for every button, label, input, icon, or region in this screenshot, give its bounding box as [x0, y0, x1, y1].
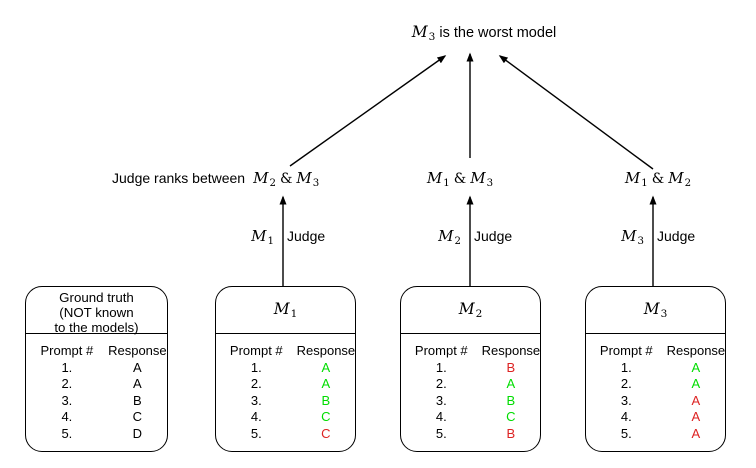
- judge-model-math: M1: [251, 227, 274, 247]
- table-row: 5. D: [61, 425, 143, 441]
- ampersand: &: [279, 171, 293, 187]
- model-math: M3: [643, 300, 668, 320]
- judge-label-m2: M2 Judge: [401, 227, 512, 247]
- table-row: 4. C: [250, 409, 331, 424]
- judge-text: Judge: [474, 228, 513, 244]
- model-box-m3: M3 Prompt # Response 1. A 2. A 3. A 4. A: [585, 286, 726, 452]
- ampersand: &: [651, 171, 665, 187]
- ground-truth-title: Ground truth (NOT known to the models): [26, 287, 167, 335]
- comparison-label-m1-m3: M1 & M3: [398, 169, 522, 189]
- col-response-header: Response: [296, 343, 356, 358]
- col-prompt-header: Prompt #: [40, 343, 94, 358]
- table-row: 1. A: [61, 359, 142, 375]
- table-row: 2. A: [250, 376, 331, 391]
- conclusion-label: M3 is the worst model: [378, 23, 590, 43]
- model-a-math: M1: [624, 169, 648, 189]
- arrow-comparison3-to-conclusion: [498, 55, 654, 170]
- ground-truth-title-line: to the models): [54, 320, 139, 335]
- col-prompt-header: Prompt #: [414, 343, 468, 358]
- table-row: 1. A: [250, 359, 331, 375]
- model-math: M2: [458, 300, 483, 320]
- table-header-row: Prompt # Response: [586, 343, 725, 360]
- table-row: 2. A: [435, 376, 516, 391]
- col-prompt-header: Prompt #: [599, 343, 653, 358]
- model-b-math: M3: [296, 169, 320, 189]
- judge-label-m3: M3 Judge: [584, 227, 695, 247]
- judge-text: Judge: [287, 228, 326, 244]
- judge-text: Judge: [657, 228, 696, 244]
- judge-model-math: M2: [438, 227, 461, 247]
- col-response-header: Response: [666, 343, 726, 358]
- table-row: 4. A: [620, 409, 701, 424]
- table-row: 4. C: [435, 409, 516, 424]
- model-table-m2: Prompt # Response 1. B 2. A 3. B 4. C 5.…: [401, 334, 540, 442]
- table-header-row: Prompt # Response: [26, 343, 167, 360]
- model-a-math: M1: [426, 169, 450, 189]
- ground-truth-table: Prompt # Response 1. A 2. A 3. B 4. C 5.…: [26, 334, 167, 442]
- table-row: 3. B: [61, 392, 142, 408]
- col-response-header: Response: [108, 343, 167, 358]
- comparison-label-m1-m2: M1 & M2: [596, 169, 720, 189]
- comparison-label-m2-m3: Judge ranks between M2 & M3: [112, 169, 319, 189]
- comparison-prefix: Judge ranks between: [112, 170, 246, 186]
- arrow-comparison1-to-conclusion: [289, 55, 447, 167]
- ampersand: &: [453, 171, 467, 187]
- model-box-m1: M1 Prompt # Response 1. A 2. A 3. B 4. C: [215, 286, 356, 452]
- model-a-math: M2: [253, 169, 276, 189]
- model-b-math: M2: [668, 169, 692, 189]
- model-math: M1: [273, 300, 298, 320]
- table-row: 5. C: [250, 425, 331, 441]
- table-row: 2. A: [620, 376, 701, 391]
- model-box-title-m2: M2: [401, 287, 540, 334]
- table-row: 2. A: [61, 376, 142, 391]
- model-box-title-m1: M1: [216, 287, 355, 334]
- table-row: 3. A: [620, 392, 701, 408]
- conclusion-model-math: M3: [411, 23, 436, 43]
- model-box-title-m3: M3: [586, 287, 725, 334]
- model-table-m1: Prompt # Response 1. A 2. A 3. B 4. C 5.…: [216, 334, 355, 442]
- ground-truth-title-line: (NOT known: [59, 305, 134, 320]
- model-b-math: M3: [470, 169, 494, 189]
- table-header-row: Prompt # Response: [401, 343, 540, 360]
- table-row: 3. B: [435, 392, 516, 408]
- judge-label-m1: M1 Judge: [214, 227, 325, 247]
- table-row: 1. B: [435, 359, 516, 375]
- table-row: 4. C: [61, 409, 143, 424]
- table-row: 5. A: [620, 425, 701, 441]
- table-row: 5. B: [435, 425, 516, 441]
- ground-truth-title-line: Ground truth: [59, 290, 134, 305]
- table-row: 3. B: [250, 392, 331, 408]
- conclusion-text: is the worst model: [439, 25, 557, 41]
- col-response-header: Response: [481, 343, 541, 358]
- model-table-m3: Prompt # Response 1. A 2. A 3. A 4. A 5.…: [586, 334, 725, 442]
- table-row: 1. A: [620, 359, 701, 375]
- model-box-m2: M2 Prompt # Response 1. B 2. A 3. B 4. C: [400, 286, 541, 452]
- ground-truth-box: Ground truth (NOT known to the models) P…: [25, 286, 168, 452]
- judge-model-math: M3: [621, 227, 644, 247]
- table-header-row: Prompt # Response: [216, 343, 355, 360]
- col-prompt-header: Prompt #: [229, 343, 283, 358]
